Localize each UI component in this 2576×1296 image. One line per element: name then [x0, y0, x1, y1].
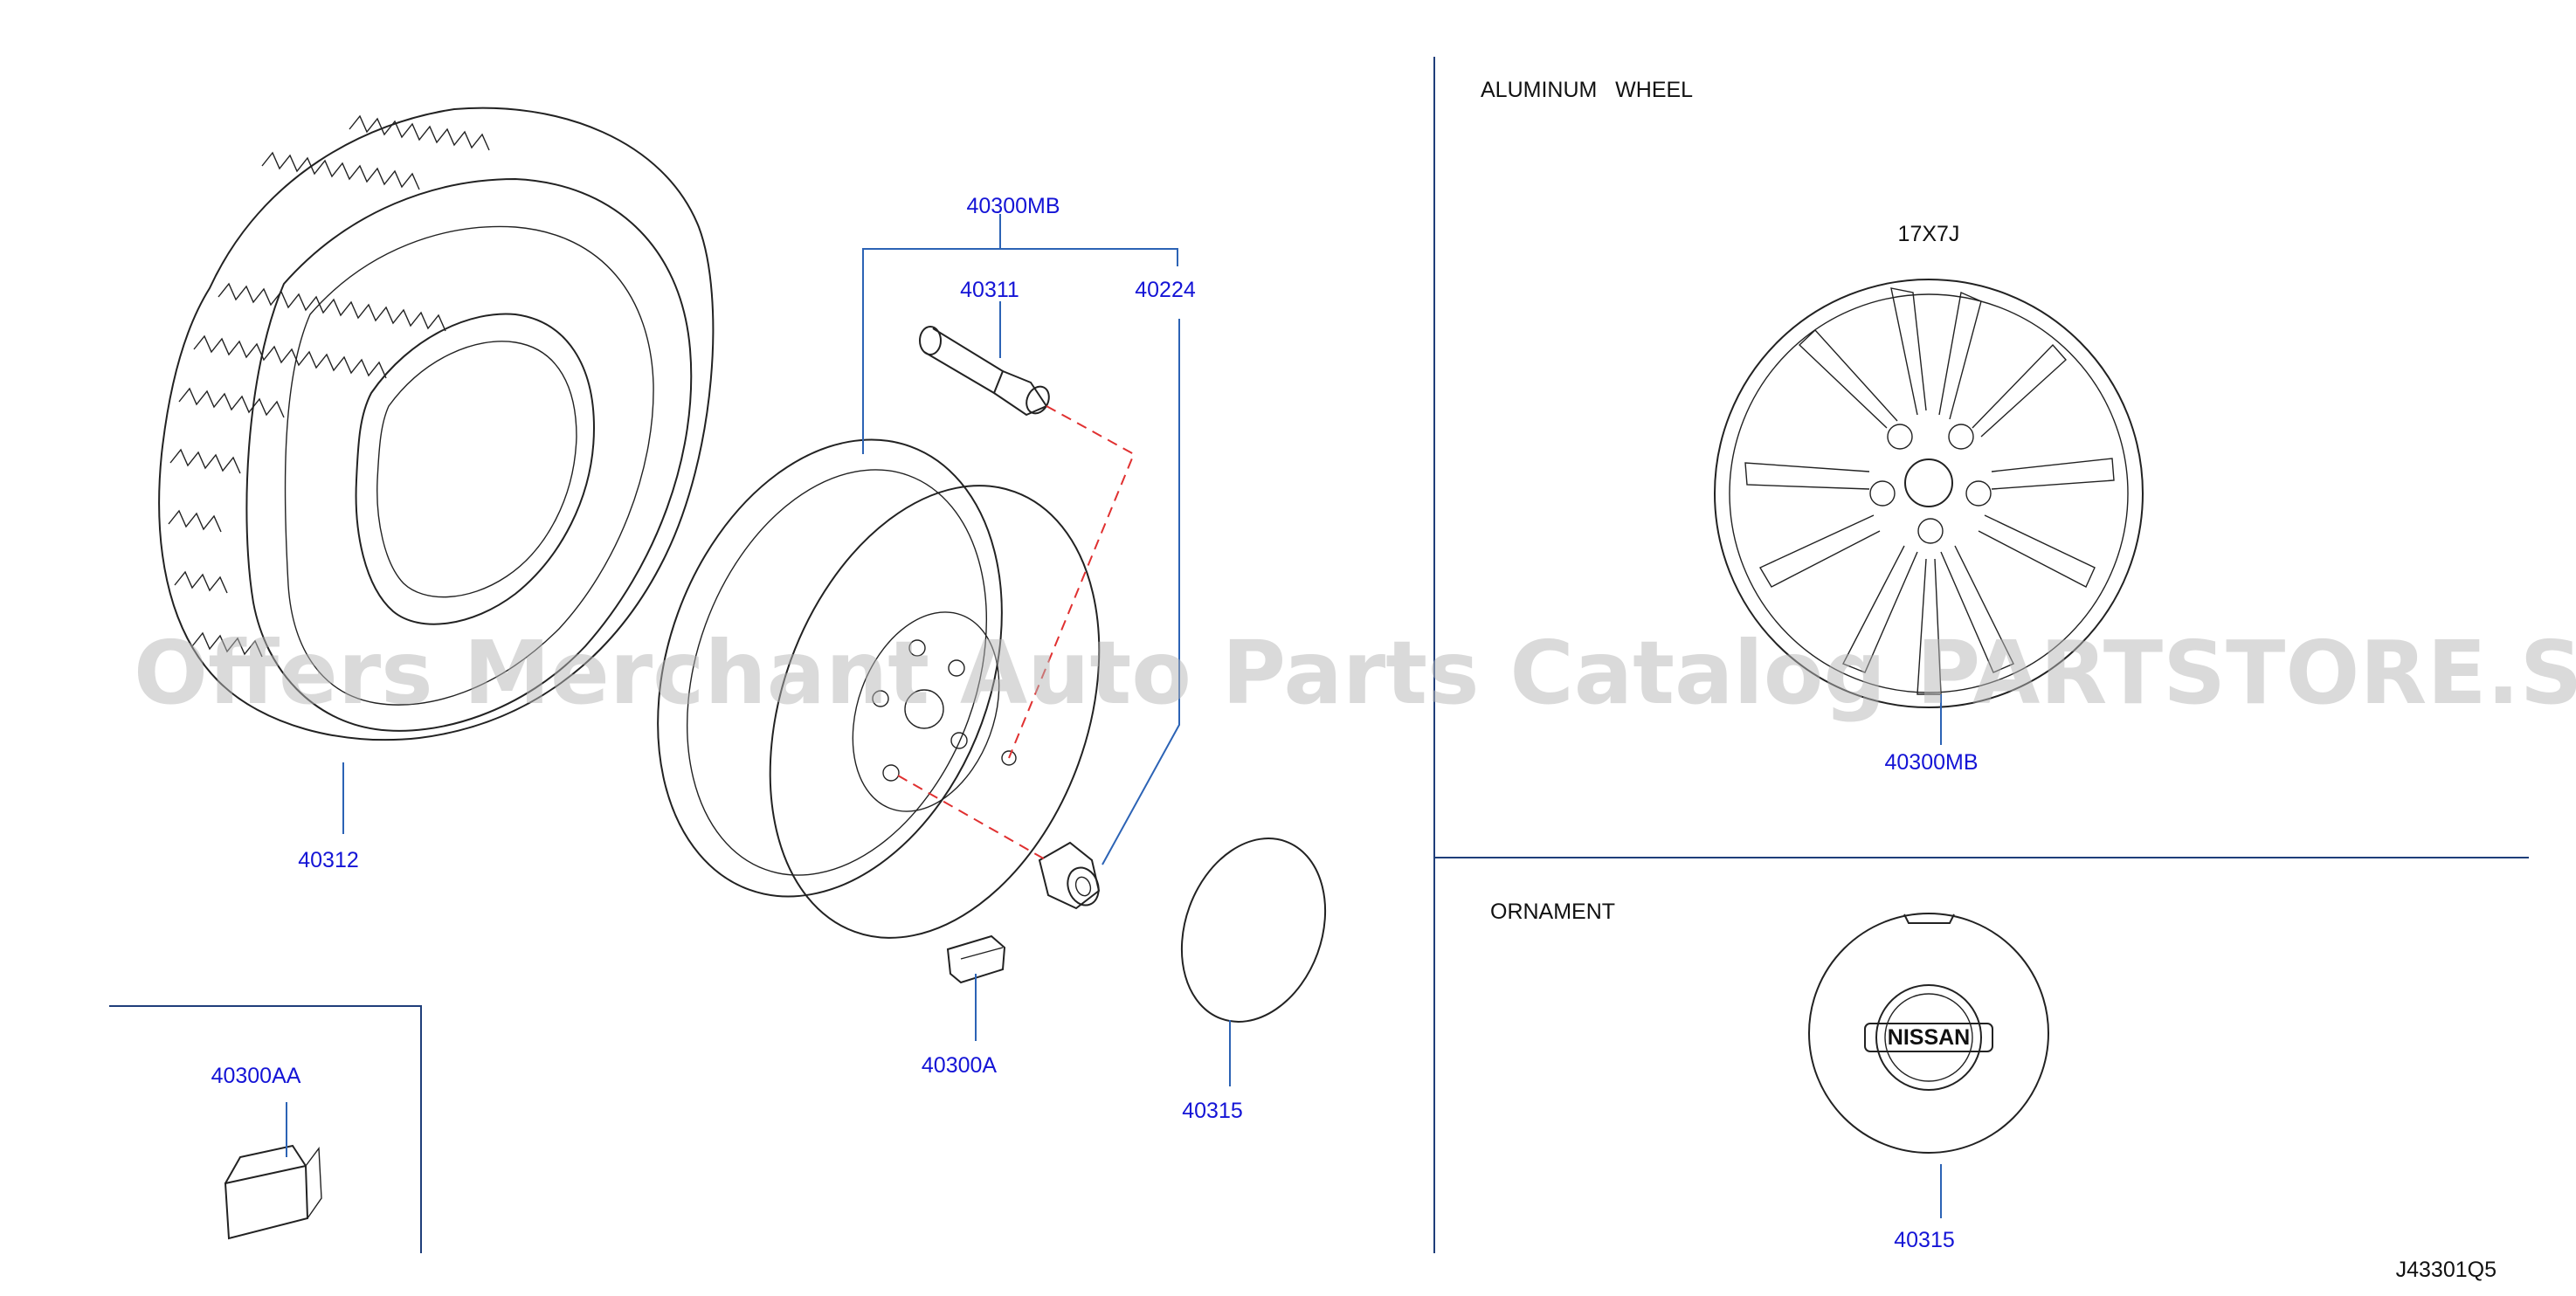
nut-drawing — [1038, 841, 1101, 910]
ornament-cap-drawing — [1808, 913, 2049, 1154]
callout-40315-ornament-disc[interactable]: 40315 — [1182, 1099, 1243, 1123]
leader-lines — [286, 214, 1942, 1218]
alloy-wheel-drawing — [1714, 279, 2144, 708]
tire-drawing — [158, 107, 715, 741]
callout-40311-valve[interactable]: 40311 — [960, 278, 1019, 302]
nissan-logo-text: NISSAN — [1888, 1025, 1970, 1050]
callout-40224-nut[interactable]: 40224 — [1135, 278, 1196, 302]
drawing-code: J43301Q5 — [2396, 1258, 2497, 1282]
section-title-ornament: ORNAMENT — [1490, 900, 1615, 924]
callout-40300aa-clip-weight[interactable]: 40300AA — [211, 1064, 301, 1088]
section-frames — [109, 57, 2529, 1253]
callout-40300a-balance-weight[interactable]: 40300A — [922, 1053, 998, 1078]
callout-40315-ornament-cap[interactable]: 40315 — [1894, 1228, 1955, 1252]
callout-40312-tire[interactable]: 40312 — [298, 848, 359, 872]
assembly-dash-lines — [897, 405, 1136, 861]
clip-weight-drawing — [224, 1144, 322, 1240]
callout-40300mb-alloy-wheel[interactable]: 40300MB — [1884, 750, 1978, 775]
callout-40300mb-wheel-assembly[interactable]: 40300MB — [966, 194, 1060, 218]
valve-drawing — [919, 326, 1050, 417]
balance-weight-drawing — [946, 934, 1006, 984]
wheel-size-label: 17X7J — [1898, 222, 1960, 246]
watermark: Offers Merchant Auto Parts Catalog PARTS… — [134, 622, 2576, 724]
section-title-aluminum-wheel: ALUMINUM WHEEL — [1481, 78, 1693, 102]
steel-wheel-drawing — [657, 438, 1101, 939]
ornament-disc-drawing — [1180, 838, 1327, 1023]
